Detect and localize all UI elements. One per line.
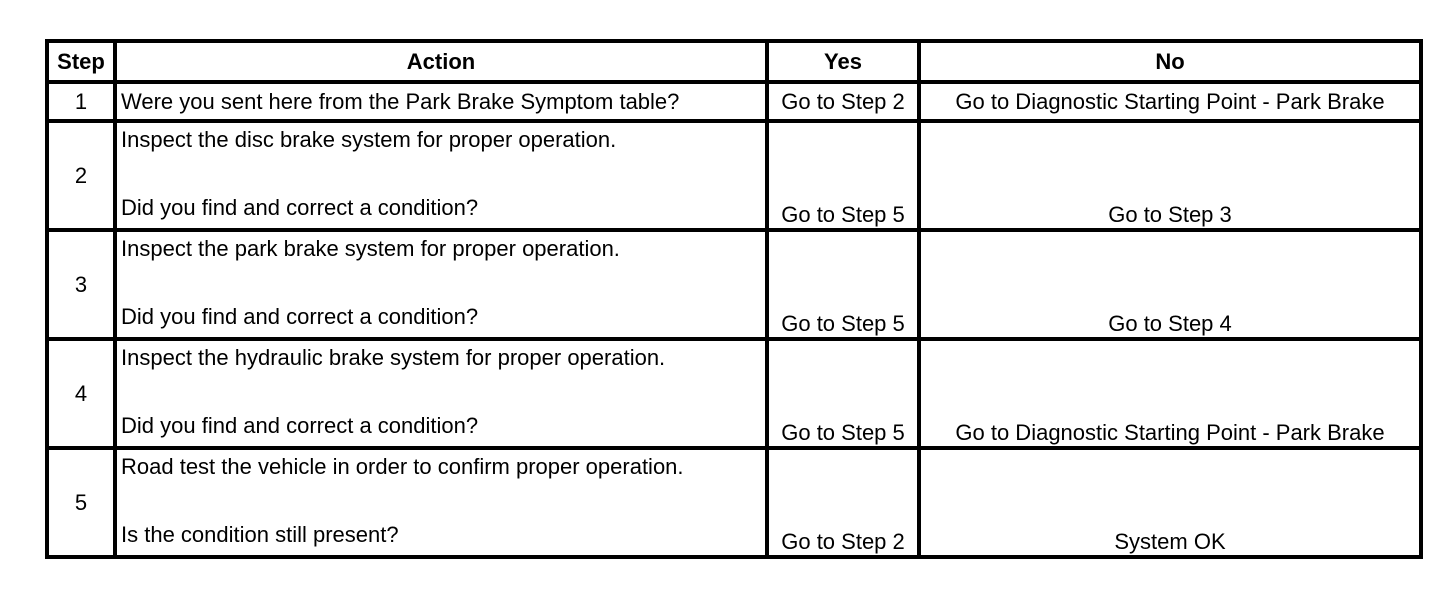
diagnostic-table: Step Action Yes No 1 Were you sent here …: [45, 39, 1423, 559]
step-number: 3: [45, 228, 117, 341]
action-cell: Inspect the park brake system for proper…: [113, 228, 769, 341]
action-spacer: [121, 480, 761, 522]
step-number: 4: [45, 337, 117, 450]
no-result: Go to Diagnostic Starting Point - Park B…: [917, 80, 1423, 123]
header-no: No: [917, 39, 1423, 84]
action-cell: Road test the vehicle in order to confir…: [113, 446, 769, 559]
table-row-step-5: 5 Road test the vehicle in order to conf…: [45, 446, 1423, 559]
action-text: Were you sent here from the Park Brake S…: [113, 80, 769, 123]
no-result: System OK: [917, 446, 1423, 559]
no-result: Go to Diagnostic Starting Point - Park B…: [917, 337, 1423, 450]
yes-result: Go to Step 2: [765, 80, 921, 123]
action-question: Did you find and correct a condition?: [121, 195, 479, 220]
yes-result: Go to Step 5: [765, 228, 921, 341]
table-header-row: Step Action Yes No: [45, 39, 1423, 84]
action-spacer: [121, 262, 761, 304]
action-cell: Inspect the hydraulic brake system for p…: [113, 337, 769, 450]
table-row-step-4: 4 Inspect the hydraulic brake system for…: [45, 337, 1423, 450]
action-instruction: Road test the vehicle in order to confir…: [121, 454, 684, 479]
action-instruction: Inspect the park brake system for proper…: [121, 236, 620, 261]
step-number: 5: [45, 446, 117, 559]
action-question: Did you find and correct a condition?: [121, 304, 479, 329]
step-number: 2: [45, 119, 117, 232]
step-number: 1: [45, 80, 117, 123]
action-cell: Inspect the disc brake system for proper…: [113, 119, 769, 232]
action-instruction: Inspect the hydraulic brake system for p…: [121, 345, 666, 370]
action-spacer: [121, 153, 761, 195]
yes-result: Go to Step 5: [765, 119, 921, 232]
yes-result: Go to Step 2: [765, 446, 921, 559]
table-row-step-3: 3 Inspect the park brake system for prop…: [45, 228, 1423, 341]
yes-result: Go to Step 5: [765, 337, 921, 450]
table-row-step-2: 2 Inspect the disc brake system for prop…: [45, 119, 1423, 232]
header-step: Step: [45, 39, 117, 84]
diagnostic-table-container: Step Action Yes No 1 Were you sent here …: [45, 39, 1423, 559]
action-question: Is the condition still present?: [121, 522, 399, 547]
header-yes: Yes: [765, 39, 921, 84]
table-row-step-1: 1 Were you sent here from the Park Brake…: [45, 80, 1423, 123]
no-result: Go to Step 3: [917, 119, 1423, 232]
action-spacer: [121, 371, 761, 413]
action-question: Did you find and correct a condition?: [121, 413, 479, 438]
no-result: Go to Step 4: [917, 228, 1423, 341]
action-instruction: Inspect the disc brake system for proper…: [121, 127, 617, 152]
header-action: Action: [113, 39, 769, 84]
